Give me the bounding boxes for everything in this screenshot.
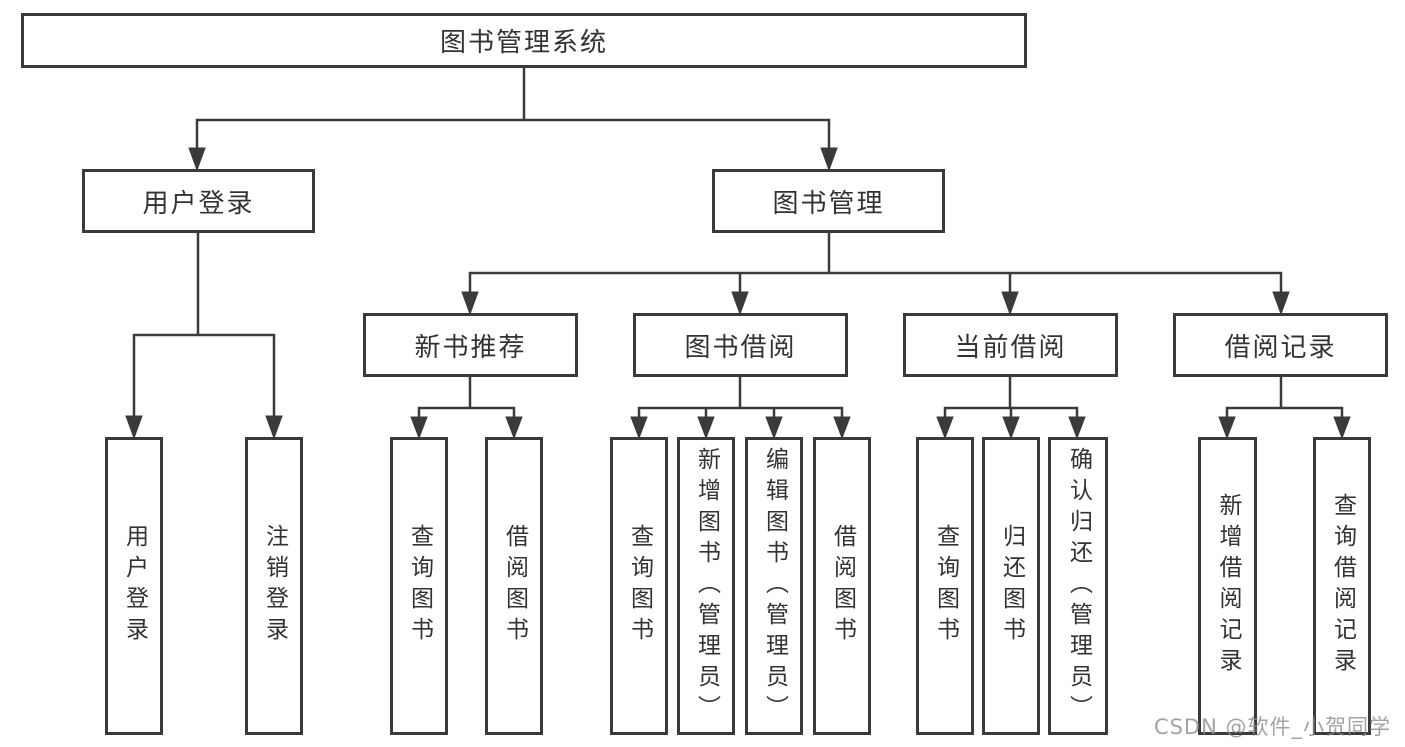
leaf-label: 注销登录: [261, 524, 288, 648]
node-book-borrow: 图书借阅: [633, 313, 848, 377]
leaf-logout: 注销登录: [245, 437, 303, 735]
connector-book-borrow-to-leaves: [630, 377, 851, 440]
leaf-label: 查询借阅记录: [1329, 493, 1356, 679]
connector-book-management-to-level3: [461, 233, 1290, 316]
node-user-login: 用户登录: [82, 169, 315, 233]
leaf-label: 查询图书: [932, 524, 959, 648]
node-current-borrow: 当前借阅: [903, 313, 1118, 377]
connector-new-book-recommend-to-leaves: [410, 377, 523, 440]
leaf-label: 归还图书: [998, 524, 1025, 648]
node-borrow-records: 借阅记录: [1173, 313, 1388, 377]
leaf-label: 用户登录: [121, 524, 148, 648]
leaf-user-login: 用户登录: [105, 437, 163, 735]
leaf-label: 新增借阅记录: [1215, 493, 1241, 679]
leaf-edit-books-admin: 编辑图书（管理员）: [745, 437, 803, 735]
leaf-borrow-books-recommend: 借阅图书: [485, 437, 543, 735]
leaf-label: 编辑图书（管理员）: [761, 446, 788, 726]
leaf-label: 查询图书: [406, 524, 433, 648]
leaf-label: 新增图书（管理员）: [693, 446, 720, 726]
connector-current-borrow-to-leaves: [936, 377, 1086, 440]
leaf-confirm-return-admin: 确认归还（管理员）: [1048, 437, 1108, 735]
leaf-label: 查询图书: [626, 524, 653, 648]
node-book-management: 图书管理: [712, 169, 945, 233]
csdn-watermark: CSDN @软件_小贺同学: [1153, 715, 1391, 739]
node-new-book-recommend: 新书推荐: [363, 313, 578, 377]
connector-root-to-level2: [188, 68, 838, 172]
leaf-label: 借阅图书: [501, 524, 528, 648]
leaf-add-books-admin: 新增图书（管理员）: [677, 437, 735, 735]
leaf-return-books: 归还图书: [982, 437, 1040, 735]
node-root-system: 图书管理系统: [21, 13, 1027, 68]
leaf-query-books-current: 查询图书: [916, 437, 974, 735]
leaf-borrow-books: 借阅图书: [813, 437, 871, 735]
leaf-query-borrow-record: 查询借阅记录: [1313, 437, 1371, 735]
connector-borrow-records-to-leaves: [1218, 377, 1351, 440]
leaf-label: 确认归还（管理员）: [1065, 446, 1092, 726]
leaf-query-books-borrow: 查询图书: [610, 437, 668, 735]
connector-user-login-to-leaves: [125, 233, 283, 440]
leaf-add-borrow-record: 新增借阅记录: [1198, 437, 1257, 735]
leaf-query-books-recommend: 查询图书: [390, 437, 448, 735]
leaf-label: 借阅图书: [829, 524, 856, 648]
